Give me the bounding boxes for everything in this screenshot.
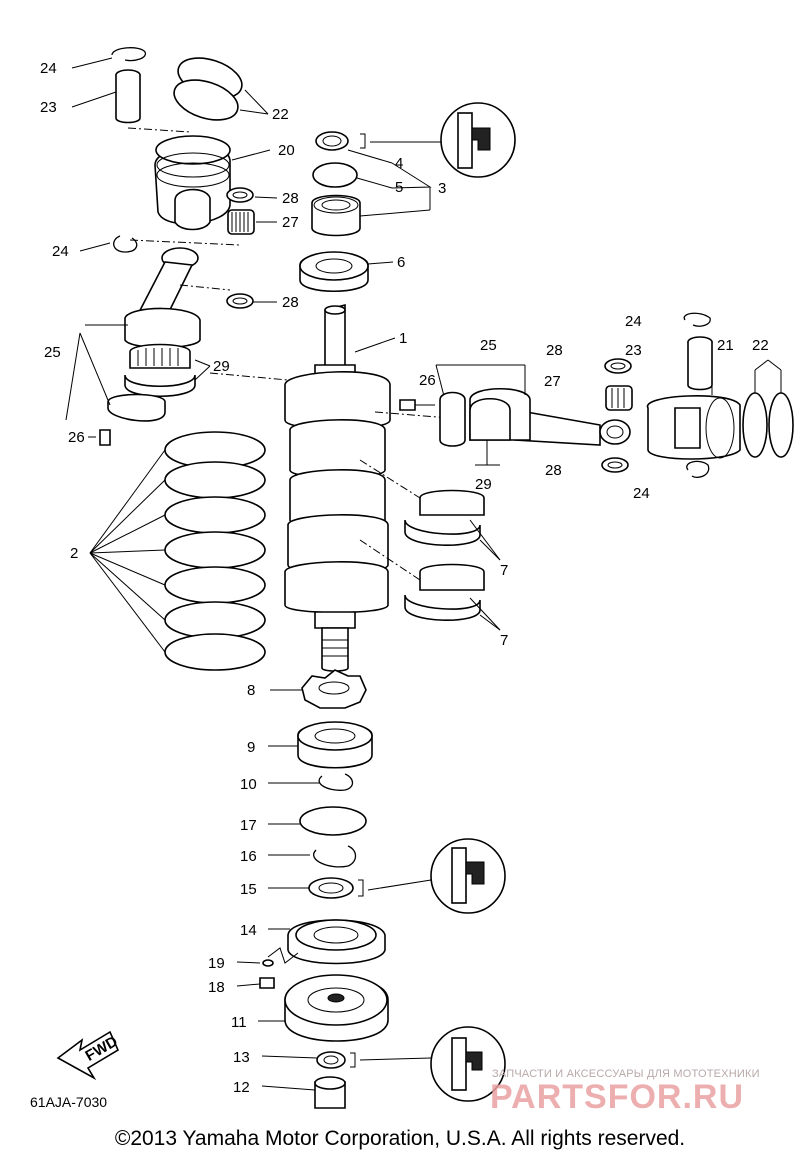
part-7-main-bearing-upper: [404, 489, 501, 561]
part-15-oil-seal: [268, 877, 432, 899]
part-28-washer-upper: [226, 187, 278, 203]
part-11-flywheel-housing: [258, 974, 389, 1042]
part-28-washer-right-upper: [604, 358, 632, 374]
callout-24-left: 24: [52, 243, 69, 260]
part-19-washer: [236, 959, 274, 967]
part-5-oring: [312, 162, 393, 189]
part-24-circlip-left: [79, 235, 241, 253]
part-17-oring: [268, 806, 367, 836]
detail-bubble-seal-bottom: [430, 1026, 506, 1102]
fwd-arrow-icon: FWD: [56, 1030, 121, 1081]
callout-29-left: 29: [213, 358, 230, 375]
callout-27-upper: 27: [282, 214, 299, 231]
callout-25-right: 25: [480, 337, 497, 354]
part-18-bolt: [236, 977, 275, 989]
part-24-circlip-right: [683, 312, 711, 479]
part-28-washer-right-lower: [601, 457, 629, 473]
watermark-tagline: ЗАПЧАСТИ И АКСЕССУАРЫ ДЛЯ МОТОТЕХНИКИ: [492, 1068, 760, 1080]
callout-19: 19: [208, 955, 225, 972]
part-12-nut: [261, 1076, 346, 1109]
callout-23-top: 23: [40, 99, 57, 116]
part-23-piston-pin-right: [687, 336, 713, 391]
part-4-oil-seal: [315, 131, 393, 164]
part-27-needle-bearing-upper: [227, 209, 277, 235]
callout-6: 6: [397, 254, 405, 271]
part-7-main-bearing-lower: [404, 563, 501, 631]
part-25-connecting-rod-left: [85, 247, 201, 349]
callout-24-top: 24: [40, 60, 57, 77]
callout-22-right: 22: [752, 337, 769, 354]
copyright-notice: ©2013 Yamaha Motor Corporation, U.S.A. A…: [114, 1127, 686, 1150]
callout-20: 20: [278, 142, 295, 159]
part-26-bolt-right: [399, 399, 435, 411]
part-3-bearing-housing: [311, 162, 432, 237]
callout-3: 3: [438, 180, 446, 197]
detail-bubble-seal-top: [360, 102, 516, 178]
callout-29-right: 29: [475, 476, 492, 493]
callout-16: 16: [240, 848, 257, 865]
callout-11: 11: [231, 1014, 247, 1031]
callout-12: 12: [233, 1079, 250, 1096]
callout-18: 18: [208, 979, 225, 996]
part-24-circlip-top: [71, 47, 147, 69]
part-25-rod-cap-left: [65, 332, 166, 446]
callout-2: 2: [70, 545, 78, 562]
part-8-gear: [270, 669, 367, 709]
part-10-snap-ring: [268, 773, 354, 791]
callout-5: 5: [395, 179, 403, 196]
part-20-piston-top: [154, 135, 271, 231]
part-6-ball-bearing-upper: [299, 251, 394, 293]
callout-28-left: 28: [282, 294, 299, 311]
callout-24-right-bottom: 24: [633, 485, 650, 502]
callout-9: 9: [247, 739, 255, 756]
callout-7-upper: 7: [500, 562, 508, 579]
callout-28-right-upper: 28: [546, 342, 563, 359]
part-13-oil-seal-lower: [261, 1051, 432, 1069]
callout-10: 10: [240, 776, 257, 793]
part-27-needle-bearing-right: [605, 385, 633, 411]
part-16-snap-ring: [268, 845, 357, 868]
callout-17: 17: [240, 817, 257, 834]
part-9-ball-bearing-lower: [268, 721, 373, 769]
callout-27-right: 27: [544, 373, 561, 390]
callout-14: 14: [240, 922, 257, 939]
watermark-logo: PARTSFOR.RU: [490, 1078, 745, 1116]
callout-22-top: 22: [272, 106, 289, 123]
part-23-piston-pin-top: [71, 69, 191, 133]
callout-25-left: 25: [44, 344, 61, 361]
callout-24-right-top: 24: [625, 313, 642, 330]
part-21-piston-right: [647, 350, 741, 460]
part-22-piston-rings-right: [742, 359, 794, 458]
part-22-piston-rings-top: [173, 57, 269, 121]
detail-bubble-seal-middle: [430, 838, 506, 914]
part-25-rod-cap-right: [439, 391, 466, 447]
part-29-crankpin-bearing-right: [469, 398, 511, 466]
part-29-crankpin-bearing-left: [124, 343, 211, 398]
part-14-lower-housing: [267, 919, 386, 965]
callout-21: 21: [717, 337, 734, 354]
part-2-piston-rings-stack: [89, 431, 266, 671]
callout-23-right: 23: [625, 342, 642, 359]
callout-13: 13: [233, 1049, 250, 1066]
diagram-code: 61AJA-7030: [30, 1094, 108, 1110]
callout-8: 8: [247, 682, 255, 699]
callout-7-lower: 7: [500, 632, 508, 649]
callout-26-right: 26: [419, 372, 436, 389]
callout-26-left: 26: [68, 429, 85, 446]
callout-4: 4: [395, 155, 403, 172]
callout-28-right-lower: 28: [545, 462, 562, 479]
callout-15: 15: [240, 881, 257, 898]
part-28-washer-left: [179, 284, 277, 309]
callout-28-upper: 28: [282, 190, 299, 207]
callout-1: 1: [399, 330, 407, 347]
part-1-crankshaft: [209, 303, 451, 672]
